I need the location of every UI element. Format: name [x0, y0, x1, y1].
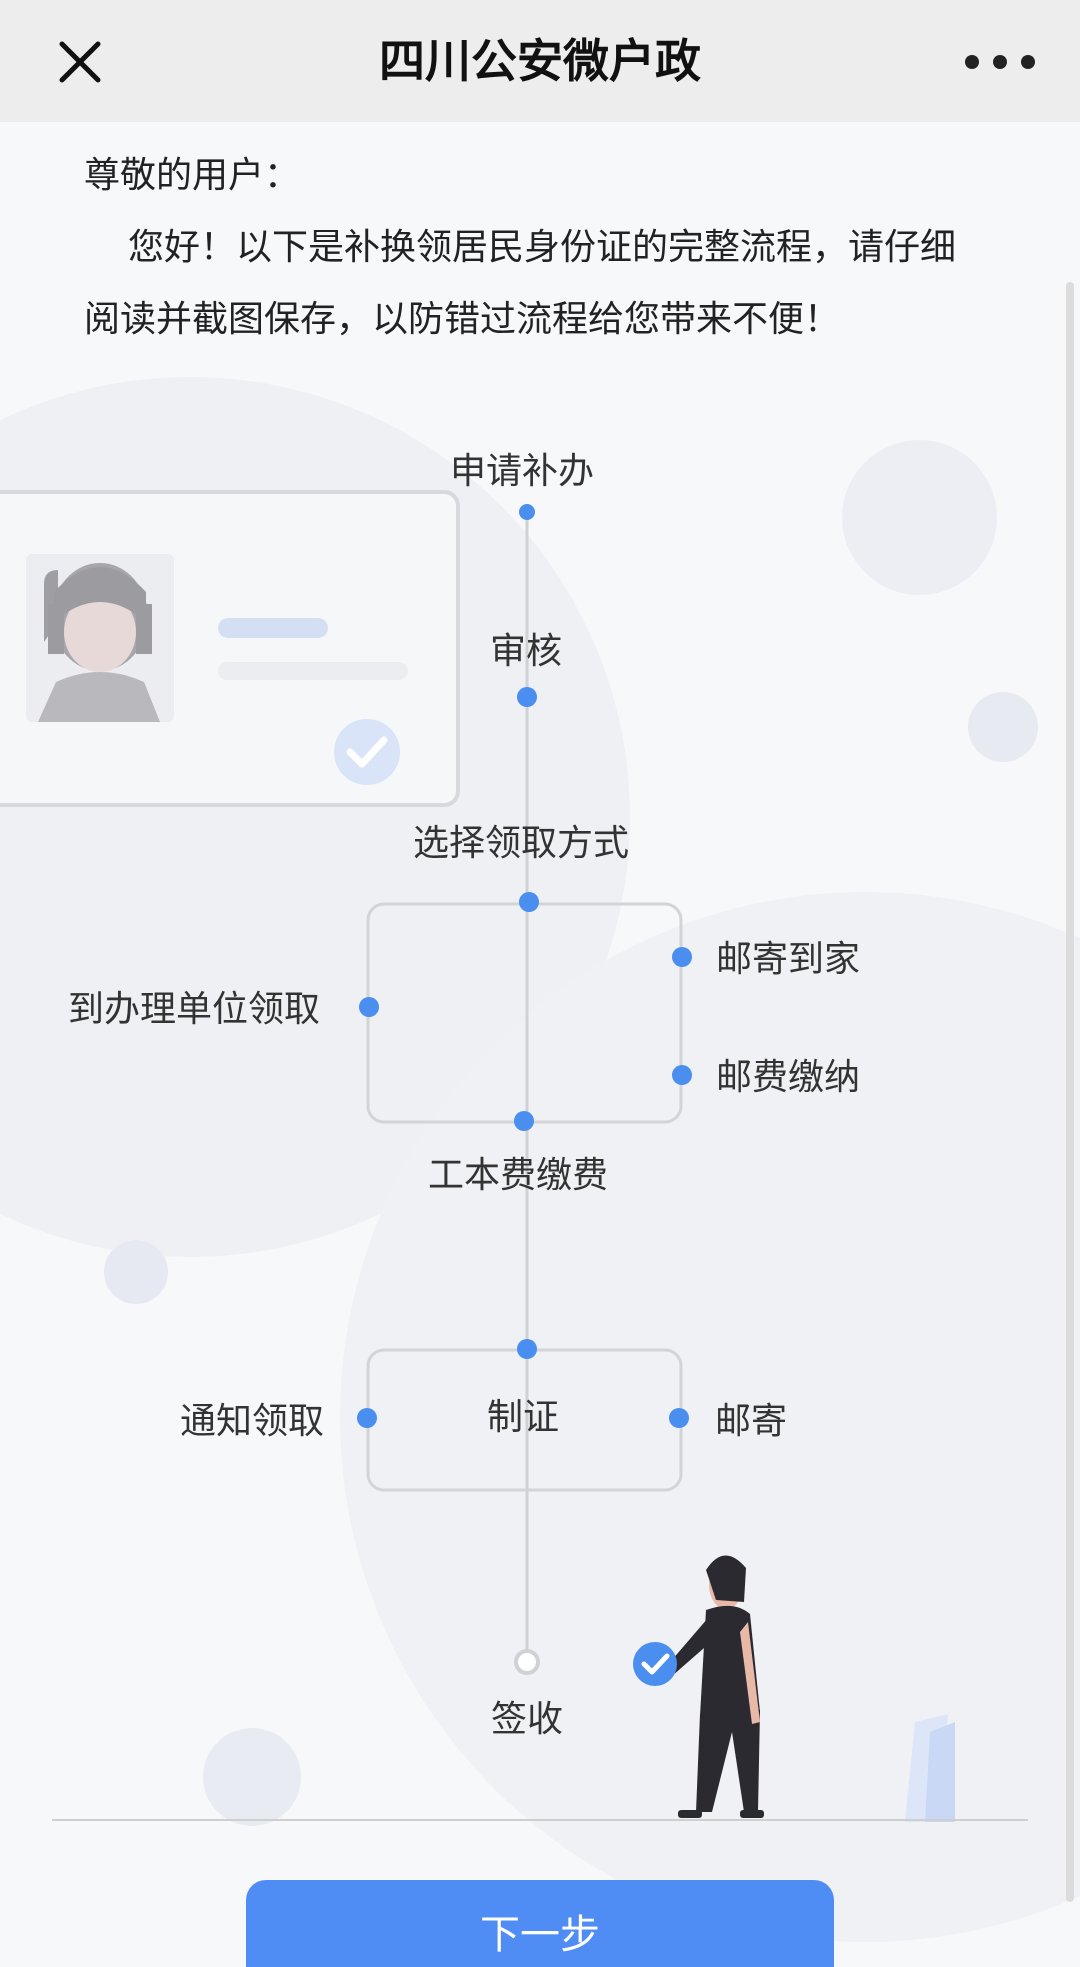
background-circle [968, 692, 1038, 762]
step-fee-label: 工本费缴费 [428, 1155, 609, 1196]
flow-dot [519, 504, 535, 520]
flow-end-dot [514, 1649, 540, 1675]
page-title: 四川公安微户政 [379, 34, 701, 88]
background-circle [203, 1728, 301, 1826]
next-step-button[interactable]: 下一步 [246, 1880, 834, 1967]
flow-dot [359, 997, 379, 1017]
title-bar: 四川公安微户政 [0, 0, 1080, 122]
intro-text: 尊敬的用户： 您好！以下是补换领居民身份证的完整流程，请仔细阅读并截图保存，以防… [84, 140, 984, 356]
id-card-illustration [0, 490, 460, 807]
branch-notify-label: 通知领取 [180, 1401, 325, 1442]
option-mail-home-label: 邮寄到家 [716, 939, 861, 980]
option-postage-label: 邮费缴纳 [716, 1057, 861, 1098]
content-area[interactable]: 尊敬的用户： 您好！以下是补换领居民身份证的完整流程，请仔细阅读并截图保存，以防… [0, 122, 1080, 1967]
person-illustration [633, 1555, 955, 1822]
step-apply-label: 申请补办 [450, 451, 595, 492]
background-circle [104, 1240, 168, 1304]
branch-mail-label: 邮寄 [715, 1401, 788, 1442]
flow-dot [517, 1339, 537, 1359]
flow-dot [672, 1065, 692, 1085]
close-icon [59, 41, 101, 83]
background-circle [842, 440, 997, 595]
scrollbar[interactable] [1066, 282, 1074, 1902]
flow-dot [669, 1408, 689, 1428]
close-button[interactable] [40, 22, 120, 102]
more-horizontal-icon [965, 55, 1035, 69]
flow-dot [519, 892, 539, 912]
step-sign-label: 签收 [491, 1699, 564, 1740]
flow-diagram [0, 490, 955, 1822]
flow-dot [357, 1408, 377, 1428]
step-make-label: 制证 [487, 1397, 560, 1438]
divider [52, 1819, 1028, 1821]
greeting-text: 尊敬的用户： [84, 155, 301, 196]
step-choose-label: 选择领取方式 [413, 823, 630, 864]
step-review-label: 审核 [490, 631, 563, 672]
flow-dot [514, 1111, 534, 1131]
option-pickup-office-label: 到办理单位领取 [68, 989, 321, 1030]
more-button[interactable] [950, 22, 1050, 102]
intro-message: 您好！以下是补换领居民身份证的完整流程，请仔细阅读并截图保存，以防错过流程给您带… [84, 227, 957, 340]
pickup-options-box [366, 902, 683, 1124]
flow-dot [517, 687, 537, 707]
flow-dot [672, 947, 692, 967]
